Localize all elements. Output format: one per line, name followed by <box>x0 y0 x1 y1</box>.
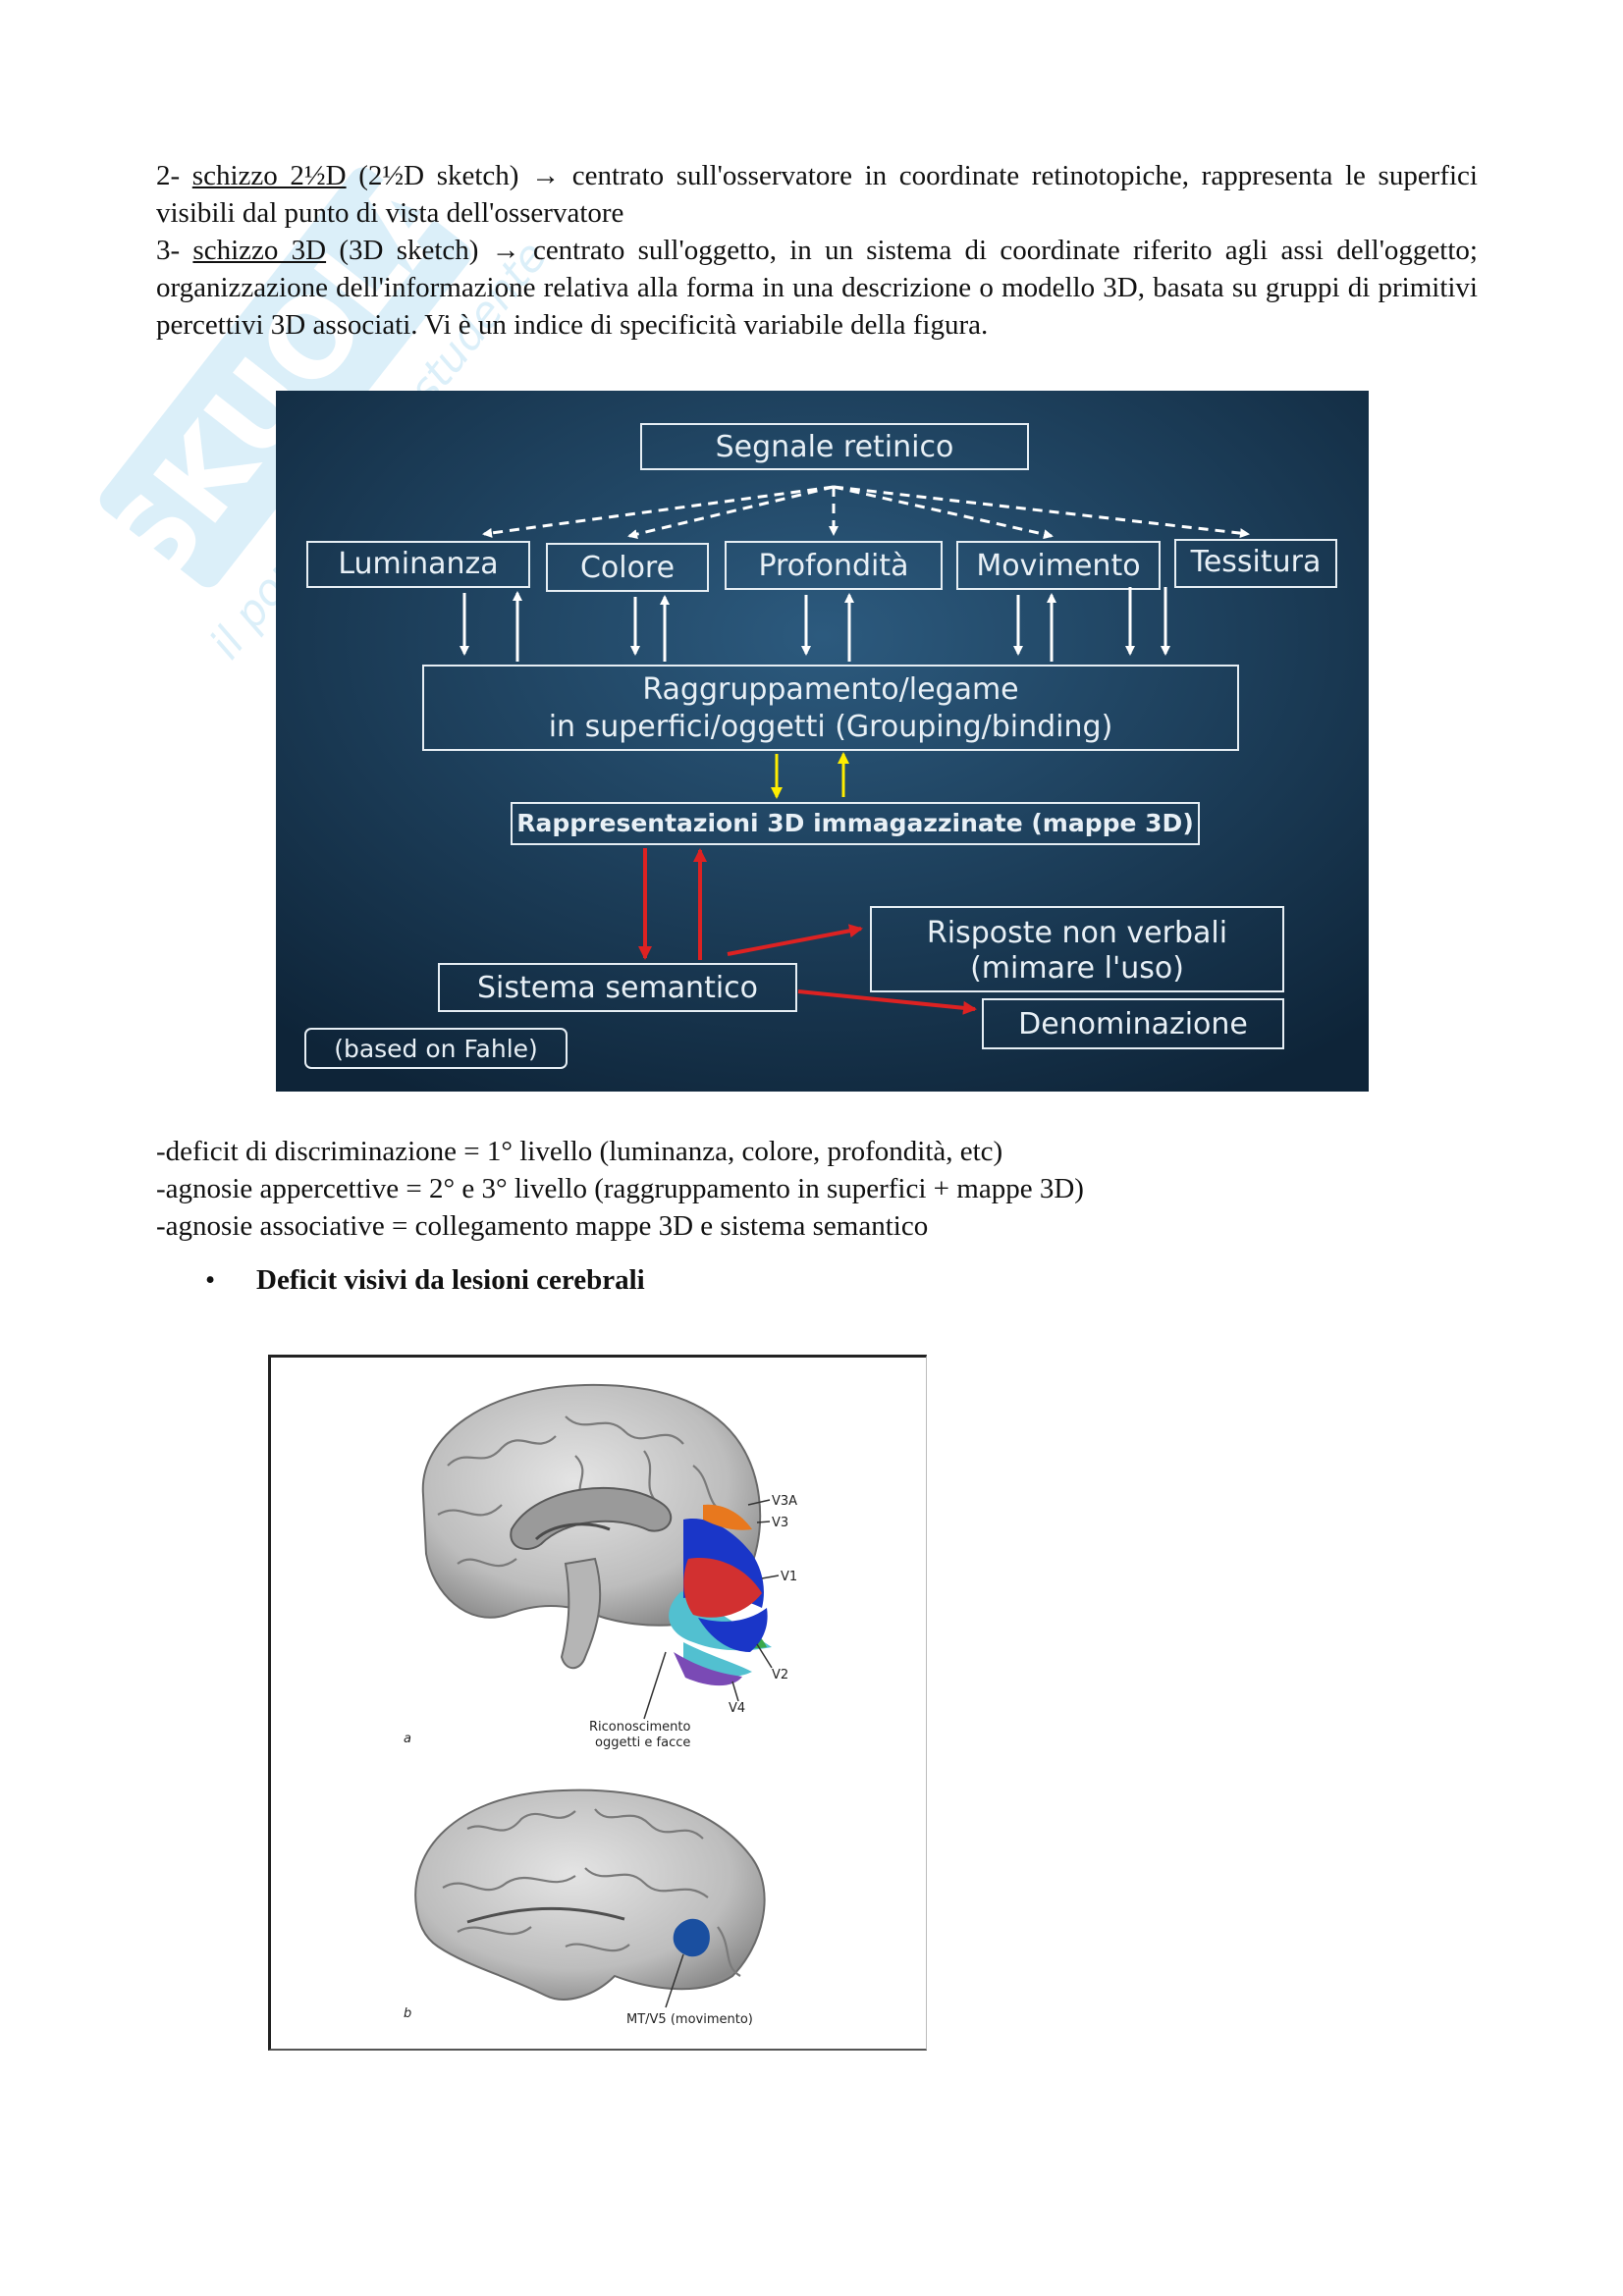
label-luminanza: Luminanza <box>338 547 498 581</box>
label-mappe-3d: Rappresentazioni 3D immagazzinate (mappe… <box>516 809 1194 837</box>
label-grouping-2: in superfici/oggetti (Grouping/binding) <box>549 710 1113 744</box>
box-risposte-non-verbali <box>870 906 1284 992</box>
box-colore <box>546 543 709 592</box>
label-movimento: Movimento <box>976 549 1140 583</box>
box-segnale-retinico <box>640 423 1029 470</box>
para3-prefix: 3- <box>156 235 193 266</box>
para3-body: (3D sketch) → centrato sull'oggetto, in … <box>156 235 1478 341</box>
caption-riconoscimento-1: Riconoscimento <box>589 1720 690 1735</box>
label-v1: V1 <box>781 1570 797 1584</box>
label-risposte-1: Risposte non verbali <box>927 916 1227 950</box>
region-mt-v5 <box>673 1918 710 1957</box>
label-colore: Colore <box>580 551 675 585</box>
box-movimento <box>956 541 1161 590</box>
label-denominazione: Denominazione <box>1018 1007 1248 1041</box>
region-v2 <box>698 1608 768 1652</box>
label-v3: V3 <box>772 1516 788 1530</box>
red-arrows <box>638 848 977 1015</box>
caption-mt-v5: MT/V5 (movimento) <box>626 2012 753 2027</box>
label-v3a: V3A <box>772 1494 797 1509</box>
channel-arrows <box>460 587 1170 662</box>
visual-processing-slide: Segnale retinico Luminanza Colore Profon… <box>276 391 1369 1092</box>
brain-lateral-view: MT/V5 (movimento) b <box>404 1789 766 2027</box>
box-source-note <box>304 1028 568 1069</box>
region-v3a <box>703 1504 752 1530</box>
label-source: (based on Fahle) <box>334 1035 538 1063</box>
label-tessitura: Tessitura <box>1190 545 1322 579</box>
dashed-arrows <box>482 485 1250 540</box>
box-grouping <box>422 665 1239 751</box>
label-sistema-semantico: Sistema semantico <box>477 971 758 1005</box>
para2-body: (2½D sketch) → centrato sull'osservatore… <box>156 160 1478 229</box>
box-luminanza <box>306 541 530 588</box>
panel-a-letter: a <box>404 1732 411 1746</box>
yellow-arrows <box>771 752 849 799</box>
label-v4: V4 <box>729 1701 745 1716</box>
list-item-associative: -agnosie associative = collegamento mapp… <box>156 1210 929 1242</box>
label-risposte-2: (mimare l'uso) <box>970 951 1184 986</box>
brain-medial-view: V3A V3 V1 V2 V4 Riconoscimento oggetti e… <box>404 1383 797 1750</box>
region-v1 <box>683 1558 762 1618</box>
para2-term: schizzo 2½D <box>191 160 347 191</box>
box-mappe-3d <box>511 802 1200 845</box>
label-segnale-retinico: Segnale retinico <box>716 430 954 464</box>
para2-prefix: 2- <box>156 160 192 191</box>
paragraph-sketch-3d: 3- schizzo 3D (3D sketch) → centrato sul… <box>156 232 1478 344</box>
label-v2: V2 <box>772 1668 788 1682</box>
brain-figure: V3A V3 V1 V2 V4 Riconoscimento oggetti e… <box>268 1355 927 2051</box>
list-item-appercettive: -agnosie appercettive = 2° e 3° livello … <box>156 1173 1084 1204</box>
box-profondita <box>725 541 943 590</box>
box-tessitura <box>1174 539 1337 588</box>
box-denominazione <box>982 998 1284 1049</box>
section-heading-text: Deficit visivi da lesioni cerebrali <box>256 1264 645 1296</box>
list-item-discriminazione: -deficit di discriminazione = 1° livello… <box>156 1136 1003 1167</box>
section-heading: • Deficit visivi da lesioni cerebrali <box>205 1261 645 1299</box>
label-grouping-1: Raggruppamento/legame <box>642 672 1018 707</box>
label-profondita: Profondità <box>758 549 908 583</box>
paragraph-sketch-2-5d: 2- schizzo 2½D (2½D sketch) → centrato s… <box>156 157 1478 232</box>
region-v4 <box>674 1652 742 1686</box>
caption-riconoscimento-2: oggetti e facce <box>595 1735 690 1750</box>
slide-background <box>276 391 1369 1092</box>
box-sistema-semantico <box>438 963 797 1012</box>
para3-term: schizzo 3D <box>192 235 327 266</box>
panel-b-letter: b <box>404 2006 411 2021</box>
bullet-icon: • <box>205 1264 216 1296</box>
